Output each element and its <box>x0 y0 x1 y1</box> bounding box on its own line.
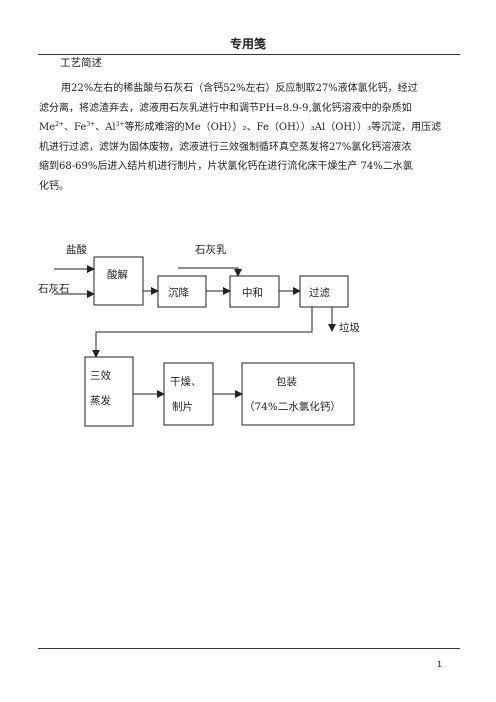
ion-al: 、Al <box>95 122 116 133</box>
label-evaporation: 蒸发 <box>90 394 111 407</box>
arrow-filtrate-to-evaporation <box>92 307 313 358</box>
paragraph-line-1: 用22%左右的稀盐酸与石灰石（含钙52%左右）反应制取27%液体氯化钙，经过 <box>61 83 418 94</box>
header-title: 专用笺 <box>229 37 266 51</box>
footer-rule <box>38 648 460 649</box>
label-limestone: 石灰石 <box>38 282 70 295</box>
label-filtration: 过滤 <box>309 286 330 299</box>
header-rule <box>38 54 460 55</box>
paragraph-line-6: 化钙。 <box>39 180 69 192</box>
label-product: （74%二水氯化钙） <box>244 400 341 413</box>
label-hcl: 盐酸 <box>66 243 87 256</box>
ion-me-charge: 2+ <box>55 121 65 128</box>
paragraph-line-2: 滤分离，将滤渣弃去，滤液用石灰乳进行中和调节PH=8.9-9,氯化钙溶液中的杂质… <box>39 102 412 114</box>
ion-al-charge: 3+ <box>115 121 125 128</box>
label-acid-dissolution: 酸解 <box>107 268 128 281</box>
paragraph-line-3-rest: 等形成难溶的Me（OH））₂、Fe（OH））₃Al（OH））₃等沉淀，用压滤 <box>124 122 442 133</box>
label-settling: 沉降 <box>168 286 189 299</box>
packaging-box <box>241 362 355 426</box>
drying-box <box>163 362 214 426</box>
label-lime-milk: 石灰乳 <box>195 243 227 256</box>
section-title: 工艺简述 <box>60 57 102 69</box>
label-drying: 干燥、 <box>170 376 202 388</box>
ion-me: Me <box>39 122 56 133</box>
ion-fe-charge: 3+ <box>86 121 96 128</box>
label-neutralization: 中和 <box>242 286 263 299</box>
paragraph-line-5: 缩到68-69%后进入结片机进行制片，片状氯化钙在进行流化床干燥生产 74%二水… <box>39 161 413 172</box>
process-description: 用22%左右的稀盐酸与石灰石（含钙52%左右）反应制取27%液体氯化钙，经过 滤… <box>39 79 459 196</box>
paragraph-line-4: 机进行过滤，滤饼为固体废物，滤液进行三效强制循环真空蒸发将27%氯化钙溶液浓 <box>39 141 412 153</box>
label-flaking: 制片 <box>172 400 193 413</box>
triple-effect-box <box>84 356 134 427</box>
acid-dissolution-box <box>93 256 144 306</box>
paragraph-line-3: Me2+、Fe3+、Al3+等形成难溶的Me（OH））₂、Fe（OH））₃Al（… <box>39 118 459 138</box>
page-number: 1 <box>437 660 443 669</box>
label-waste: 垃圾 <box>339 321 360 334</box>
arrow-lime-milk <box>178 267 242 277</box>
label-packaging: 包装 <box>276 375 297 388</box>
label-triple-effect: 三效 <box>90 369 111 382</box>
ion-fe: 、Fe <box>64 122 87 133</box>
